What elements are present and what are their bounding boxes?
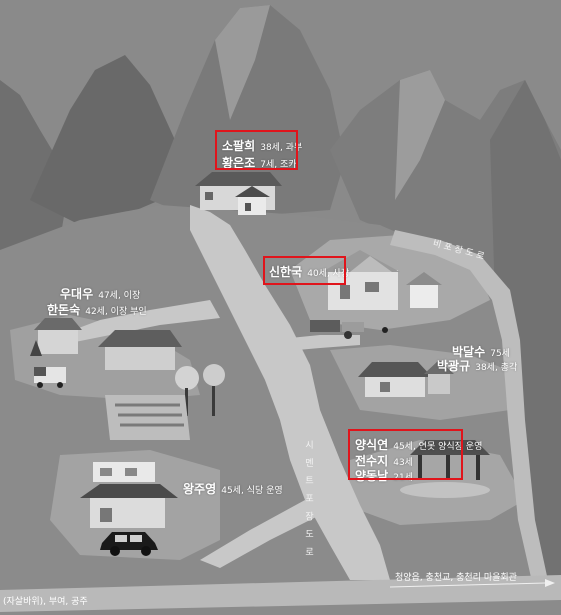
resident-name: 전수지 bbox=[355, 454, 389, 468]
cement-road-label: 시 멘 트 포 장 도 로 bbox=[303, 440, 313, 560]
label-bakdalsu: 박달수 75세 bbox=[452, 341, 510, 361]
resident-desc: 45세, 연못 양식장 운영 bbox=[393, 442, 483, 452]
bottom-left-destination: (자살바위), 부여, 공주 bbox=[3, 597, 88, 607]
label-jeonsuji: 전수지 43세 bbox=[355, 450, 413, 470]
label-wangjuyeong: 왕주영 45세, 식당 운영 bbox=[183, 478, 283, 498]
label-yangsikyeon: 양식연 45세, 연못 양식장 운영 bbox=[355, 434, 482, 454]
resident-desc: 43세 bbox=[393, 458, 413, 468]
mountain-right-light bbox=[395, 70, 445, 200]
resident-desc: 38세, 총각 bbox=[475, 363, 518, 373]
label-bakgwanggyu: 박광규 38세, 총각 bbox=[437, 355, 517, 375]
house-bakdalsu bbox=[358, 360, 454, 397]
resident-desc: 47세, 이장 bbox=[98, 291, 141, 301]
house-sinhanguk bbox=[310, 250, 442, 339]
mountain-center-light bbox=[215, 5, 270, 120]
bottom-right-destination: 청양읍, 충천교, 충천리 마을회관 bbox=[395, 573, 517, 583]
pavilion-yangsikyeon bbox=[400, 440, 490, 498]
highlight-box-top bbox=[215, 130, 298, 170]
mountain-left bbox=[30, 55, 175, 230]
resident-name: 신한국 bbox=[269, 265, 303, 279]
crop-field bbox=[105, 395, 190, 440]
dirt-road bbox=[390, 230, 550, 595]
cement-road bbox=[190, 205, 390, 580]
branch-road-lower bbox=[200, 500, 320, 568]
trees bbox=[30, 340, 225, 416]
branch-road-left bbox=[60, 300, 220, 345]
label-udaeu: 우대우 47세, 이장 bbox=[60, 283, 140, 303]
highlight-box-middle bbox=[263, 256, 346, 285]
label-sopalhui: 소팔희 38세, 과부 bbox=[222, 135, 302, 155]
label-handonsuk: 한돈숙 42세, 이장 부인 bbox=[47, 299, 147, 319]
resident-desc: 40세, 사장 bbox=[307, 269, 350, 279]
resident-name: 박달수 bbox=[452, 345, 486, 359]
resident-name: 왕주영 bbox=[183, 482, 217, 496]
resident-name: 박광규 bbox=[437, 359, 471, 373]
label-hwangeunjo: 황은조 7세, 조카 bbox=[222, 152, 297, 172]
bottom-road-arrow-line bbox=[389, 582, 546, 588]
resident-name: 우대우 bbox=[60, 287, 94, 301]
resident-name: 양식연 bbox=[355, 438, 389, 452]
house-wangjuyeong bbox=[80, 462, 178, 528]
resident-name: 소팔희 bbox=[222, 139, 256, 153]
bottom-road bbox=[0, 575, 561, 612]
resident-desc: 42세, 이장 부인 bbox=[85, 307, 147, 317]
house-udaeu bbox=[34, 318, 182, 388]
resident-name: 한돈숙 bbox=[47, 303, 81, 317]
bottom-road-arrow-head bbox=[545, 579, 555, 587]
house-sopalhui bbox=[195, 172, 282, 215]
resident-desc: 45세, 식당 운영 bbox=[221, 486, 283, 496]
label-sinhanguk: 신한국 40세, 사장 bbox=[269, 261, 349, 281]
resident-desc: 75세 bbox=[490, 349, 510, 359]
branch-road-right bbox=[270, 335, 360, 352]
resident-desc: 7세, 조카 bbox=[260, 160, 297, 170]
highlight-box-bottom bbox=[348, 429, 463, 480]
mountain-far-left bbox=[0, 80, 70, 260]
resident-name: 황은조 bbox=[222, 156, 256, 170]
resident-desc: 38세, 과부 bbox=[260, 143, 303, 153]
car bbox=[100, 532, 158, 556]
